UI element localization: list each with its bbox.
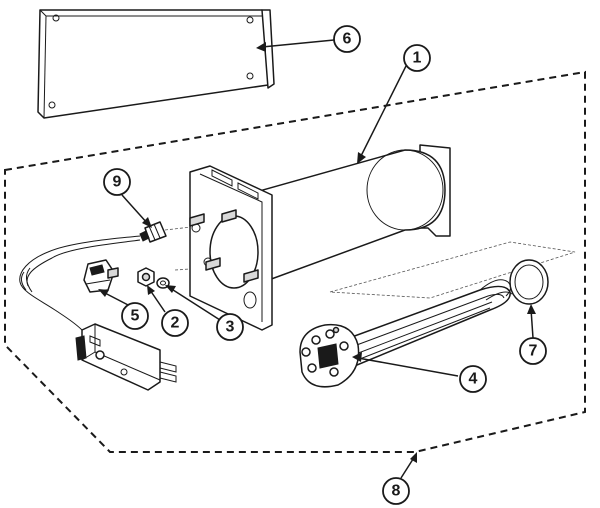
leader-lines: [98, 39, 536, 479]
callout-4: 4: [459, 365, 487, 393]
cover-panel: [37, 9, 275, 119]
heater-housing: [189, 144, 451, 331]
callout-label: 9: [113, 174, 122, 191]
callout-3: 3: [216, 313, 244, 341]
callout-label: 8: [392, 483, 401, 500]
assembly-boundary: [4, 70, 586, 453]
callout-label: 4: [469, 371, 478, 388]
callout-label: 5: [131, 308, 140, 325]
nut: [137, 267, 155, 287]
control-thermostat: [75, 323, 177, 391]
heating-element: [299, 279, 513, 388]
callout-7: 7: [519, 337, 547, 365]
high-limit-thermostat: [83, 259, 119, 293]
callout-6: 6: [333, 25, 361, 53]
gasket-ring: [509, 259, 549, 305]
pressure-switch-fitting: [139, 221, 167, 243]
callout-label: 1: [413, 50, 422, 67]
callout-label: 6: [343, 31, 352, 48]
capillary-tube: [19, 235, 141, 331]
callout-label: 7: [529, 343, 538, 360]
callout-label: 2: [171, 315, 180, 332]
callout-2: 2: [161, 309, 189, 337]
callout-5: 5: [121, 302, 149, 330]
callout-8: 8: [382, 477, 410, 505]
callout-1: 1: [403, 44, 431, 72]
callout-9: 9: [103, 168, 131, 196]
callout-label: 3: [226, 319, 235, 336]
